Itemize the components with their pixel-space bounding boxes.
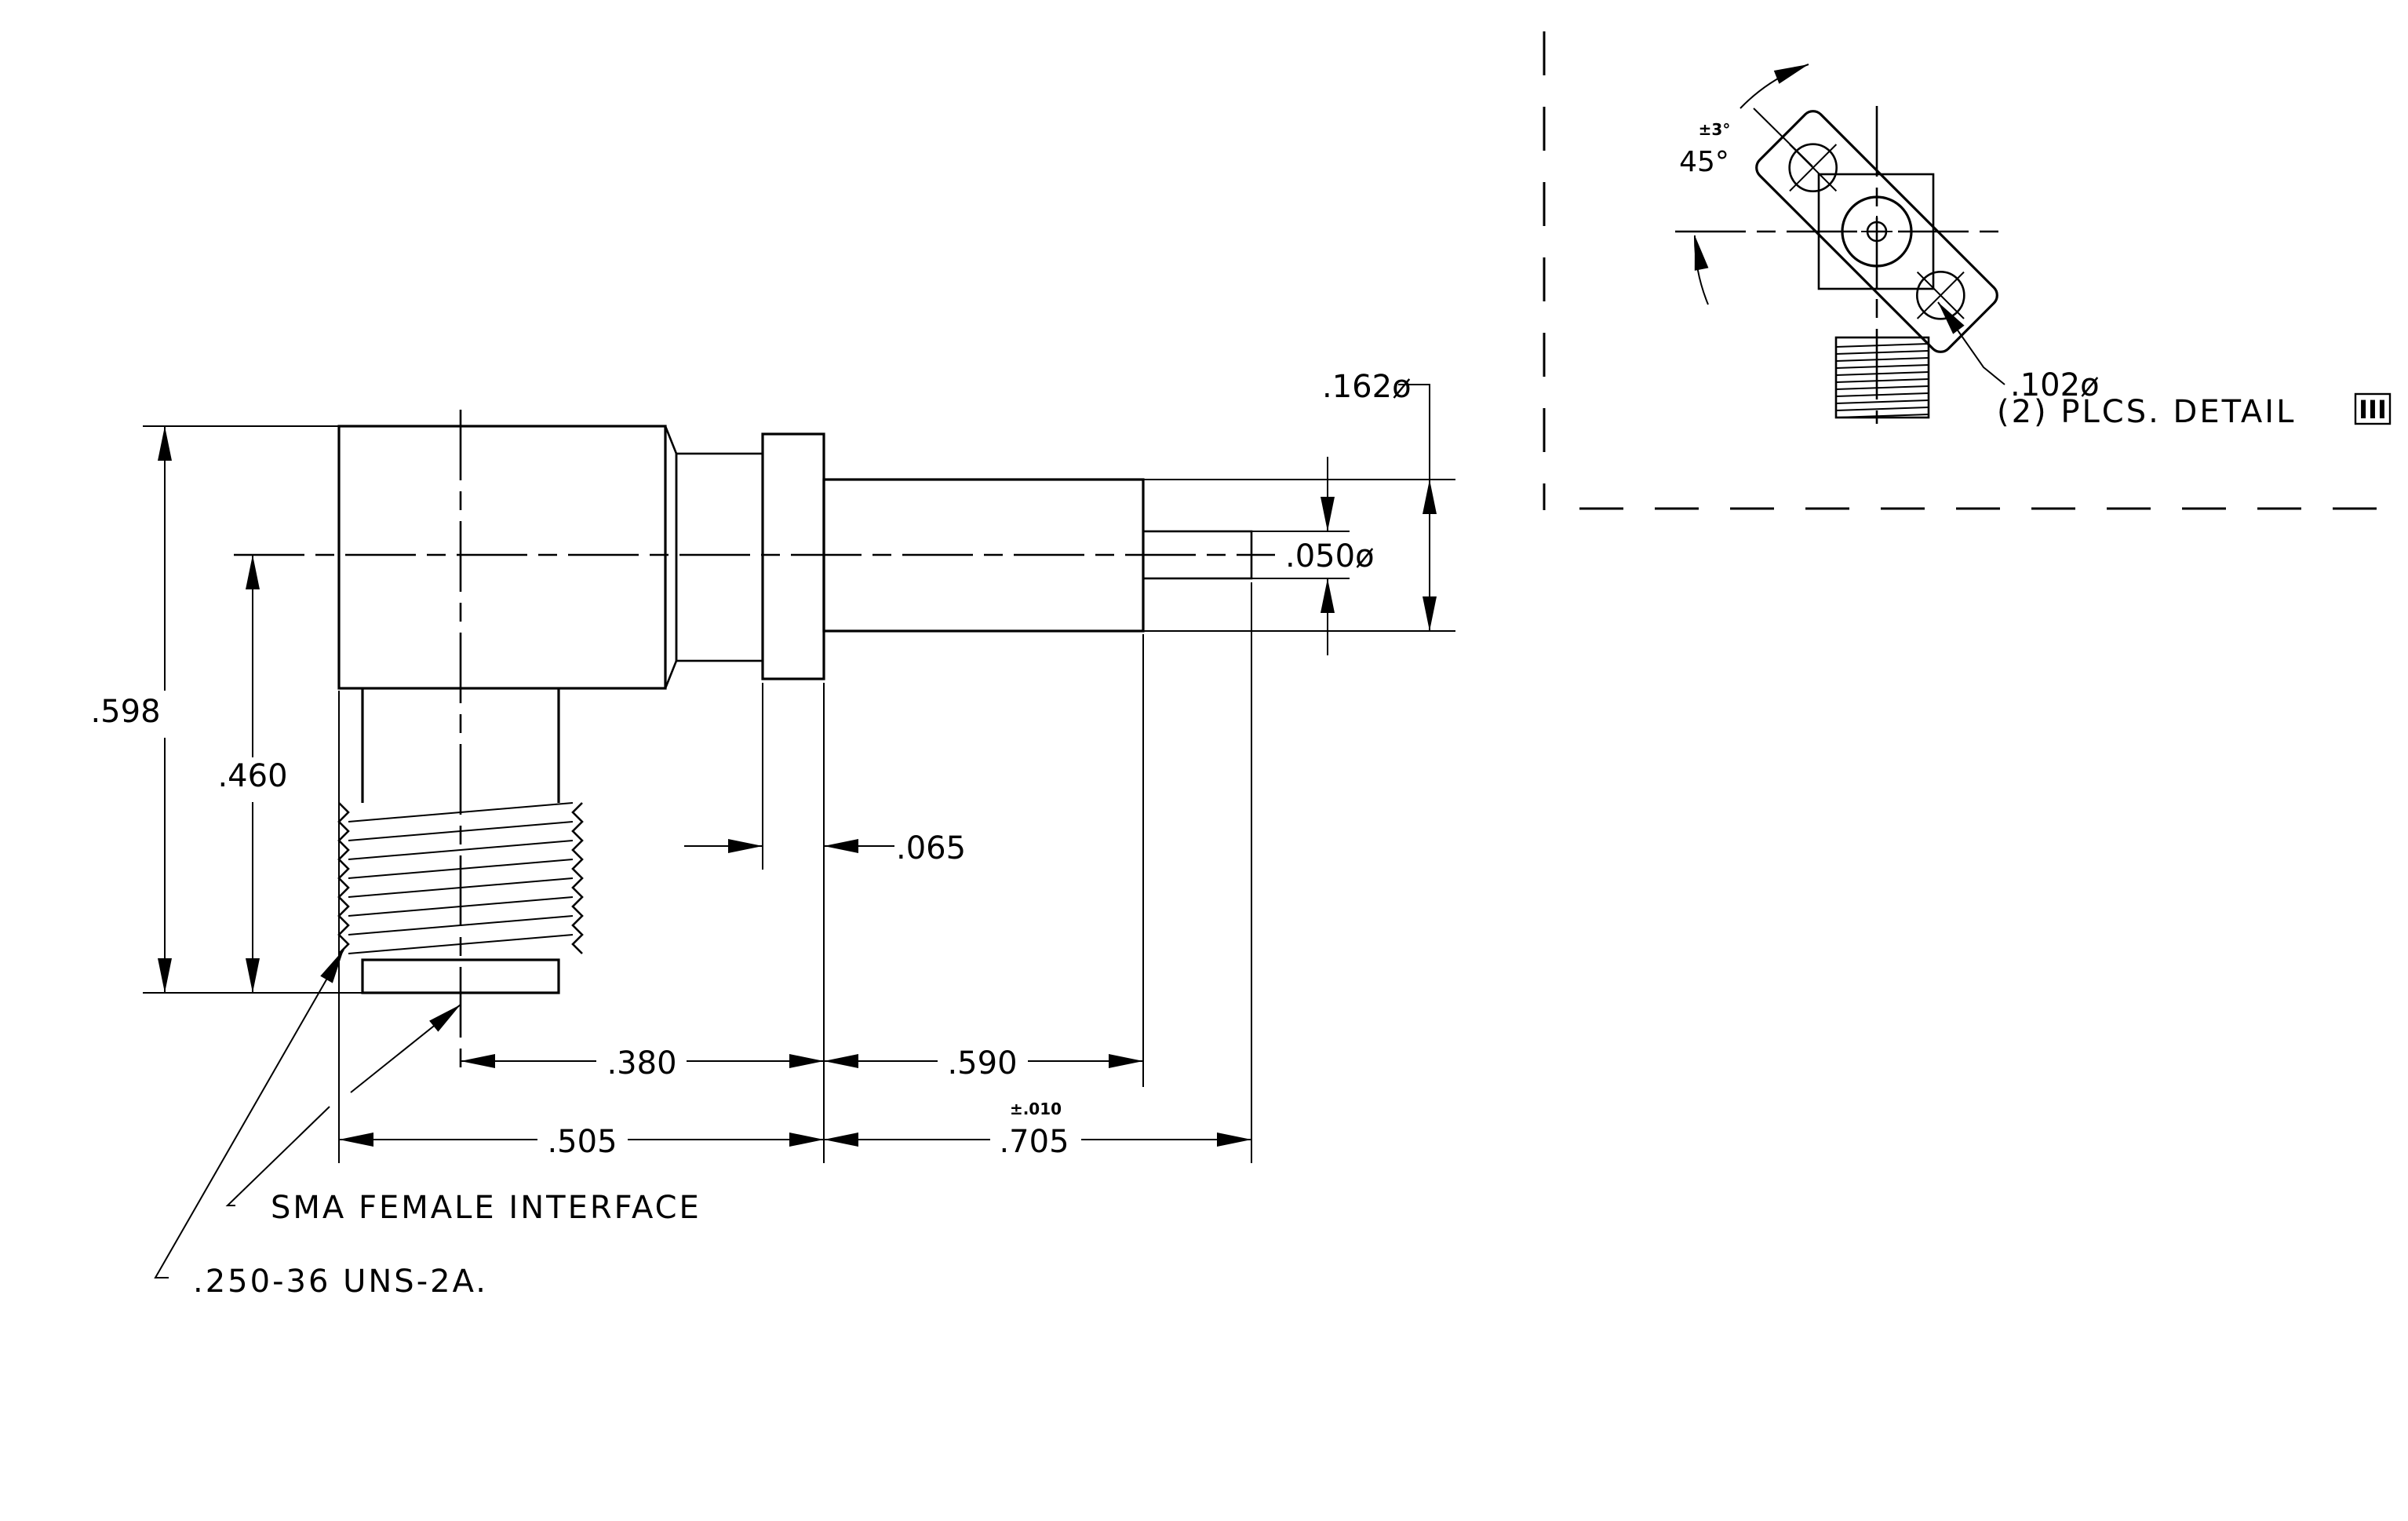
detail-thread-crest xyxy=(1835,343,1929,348)
detail-thread-crest xyxy=(1835,371,1929,376)
detail-reference-symbol: III xyxy=(2354,392,2392,425)
dimension-arrowhead xyxy=(1109,1054,1143,1068)
detail-thread-crest xyxy=(1835,357,1929,362)
detail-thread-crest xyxy=(1835,407,1929,411)
dim-body-diameter: .162ø xyxy=(1322,369,1412,405)
detail-places-note: (2) PLCS. DETAIL xyxy=(1997,394,2296,430)
thread-leader xyxy=(154,949,344,1278)
sma-interface-leader-tail xyxy=(225,1106,330,1206)
detail-thread-stub xyxy=(1834,336,1930,419)
dim-body-length: .590 xyxy=(947,1045,1017,1081)
dim-shaft-length: .380 xyxy=(607,1045,676,1081)
dimension-arrowhead xyxy=(1423,596,1437,631)
dimension-arrowhead xyxy=(158,426,172,461)
connector-side-view xyxy=(234,410,1275,1075)
detail-thread-crest xyxy=(1835,399,1929,404)
dim-front-length: .505 xyxy=(547,1124,617,1160)
dimension-arrowhead xyxy=(1321,578,1335,613)
dim-pin-length: .705 xyxy=(999,1124,1069,1160)
detail-angle-tolerance: ±3° xyxy=(1699,120,1731,139)
sma-interface-note: SMA FEMALE INTERFACE xyxy=(271,1190,701,1226)
dimension-arrowhead xyxy=(824,1133,858,1147)
detail-thread-crest xyxy=(1835,364,1929,369)
dimension-arrowhead xyxy=(1217,1133,1251,1147)
thread-spec-note: .250-36 UNS-2A. xyxy=(193,1264,488,1300)
thread-crest xyxy=(348,840,574,860)
dimension-arrowhead xyxy=(246,555,260,589)
dim-pin-diameter: .050ø xyxy=(1285,538,1375,574)
dimension-arrowhead xyxy=(1694,235,1709,271)
dimension-arrowhead xyxy=(461,1054,495,1068)
angle-arc-lower xyxy=(1693,235,1709,305)
dimension-arrowhead xyxy=(824,839,858,853)
detail-thread-crest xyxy=(1835,350,1929,355)
dimension-arrowhead xyxy=(824,1054,858,1068)
dim-pin-length-tolerance: ±.010 xyxy=(1010,1100,1062,1118)
dimension-arrowhead xyxy=(1321,497,1335,531)
dimension-arrowhead xyxy=(789,1133,824,1147)
dim-center-height: .460 xyxy=(217,758,287,794)
dimension-arrowhead xyxy=(158,958,172,993)
detail-angle: 45° xyxy=(1679,146,1729,178)
detail-thread-crest xyxy=(1835,392,1929,397)
dimension-arrowhead xyxy=(339,1133,373,1147)
dimension-arrowhead xyxy=(1423,480,1437,514)
detail-thread-crest xyxy=(1835,414,1929,418)
dimension-arrowhead xyxy=(320,950,344,983)
dimension-arrowhead xyxy=(789,1054,824,1068)
dimension-arrowhead xyxy=(246,958,260,993)
detail-view xyxy=(1543,31,2393,510)
dim-flange-thickness: .065 xyxy=(896,830,966,866)
detail-thread-crest xyxy=(1835,385,1929,390)
dimension-arrows xyxy=(158,64,1965,1147)
dim-overall-height: .598 xyxy=(90,694,160,730)
angle-arc-upper xyxy=(1740,64,1809,109)
detail-hole-diameter: .102ø xyxy=(2010,367,2100,403)
dimension-arrowhead xyxy=(728,839,763,853)
connector-body xyxy=(337,425,667,690)
dimension-arrowhead xyxy=(1938,302,1965,334)
dimension-arrowhead xyxy=(1773,64,1809,84)
svg-text:III: III xyxy=(2359,395,2387,425)
detail-thread-crest xyxy=(1835,378,1929,383)
hole-leader xyxy=(1937,301,2005,385)
dimension-arrowhead xyxy=(429,1005,461,1032)
